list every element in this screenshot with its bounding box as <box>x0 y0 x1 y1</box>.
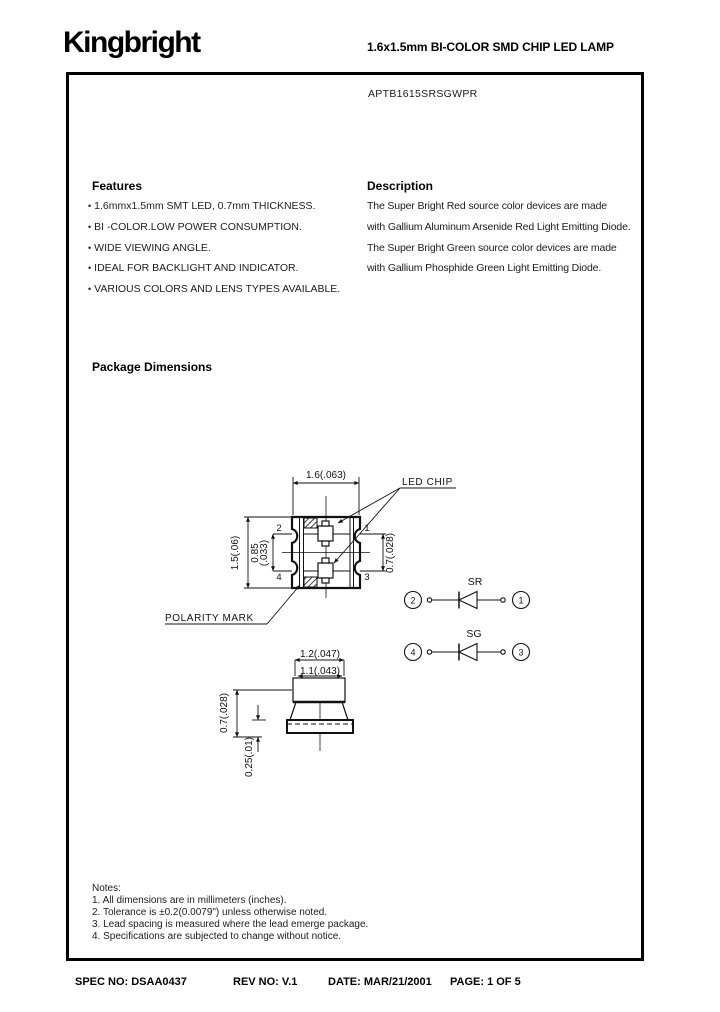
dim-label-side-outer: 1.2(.047) <box>300 649 340 660</box>
notes-block: Notes: 1. All dimensions are in millimet… <box>92 883 368 943</box>
description-heading: Description <box>367 179 434 193</box>
feature-item: WIDE VIEWING ANGLE. <box>88 238 378 259</box>
side-view-labels: 1.2(.047) 1.1(.043) 0.7(.028) 0.25(.01) <box>219 649 340 777</box>
description-line: The Super Bright Green source color devi… <box>367 241 617 254</box>
top-view-labels: 1.6(.063) 1.5(.06) 0.85 (.033) 0.7(.028)… <box>165 470 453 624</box>
polarity-mark-label: POLARITY MARK <box>165 613 254 624</box>
terminal-strips <box>299 518 354 587</box>
note-item: 2. Tolerance is ±0.2(0.0079") unless oth… <box>92 906 328 918</box>
circuit-labels: SR 2 1 SG 4 3 <box>410 576 523 658</box>
dim-side-height <box>233 689 292 738</box>
description-line: with Gallium Phosphide Green Light Emitt… <box>367 262 602 275</box>
pin3-label: 3 <box>364 572 369 583</box>
features-heading: Features <box>92 179 143 193</box>
dim-label-side-inner: 1.1(.043) <box>300 666 340 677</box>
package-dimensions-drawing: 1.6(.063) 1.5(.06) 0.85 (.033) 0.7(.028)… <box>165 470 531 777</box>
sr-label: SR <box>468 576 483 588</box>
footer-spec-no: SPEC NO: DSAA0437 <box>75 976 187 988</box>
sr-right-pin: 1 <box>518 596 523 606</box>
top-view <box>165 477 456 625</box>
dim-top-height <box>244 516 291 589</box>
lens-body <box>292 677 346 703</box>
base-sides <box>289 701 349 721</box>
note-item: 4. Specifications are subjected to chang… <box>92 930 342 942</box>
led-chips <box>317 520 334 584</box>
sg-diode-row <box>403 642 531 662</box>
dim-standoff <box>252 705 266 752</box>
dim-side-outer <box>294 658 345 676</box>
polarity-hatch-marks <box>303 517 318 588</box>
feature-item: BI -COLOR.LOW POWER CONSUMPTION. <box>88 217 378 238</box>
dim-top-width <box>292 477 360 515</box>
footer-date: DATE: MAR/21/2001 <box>328 976 432 988</box>
led-chip-label: LED CHIP <box>402 477 453 488</box>
package-body-outline <box>290 515 362 590</box>
circuit-diagram <box>403 590 531 662</box>
package-dimensions-heading: Package Dimensions <box>92 360 213 374</box>
dim-label-pad-width: 0.7(.028) <box>385 533 396 573</box>
part-number: APTB1615SRSGWPR <box>368 88 478 100</box>
sr-diode-row <box>403 590 531 610</box>
base-flange <box>286 719 354 734</box>
kingbright-logo: Kingbright <box>63 26 201 59</box>
side-view <box>233 658 354 752</box>
dim-label-standoff: 0.25(.01) <box>244 737 255 777</box>
dim-label-top-width: 1.6(.063) <box>306 470 346 481</box>
description-line: The Super Bright Red source color device… <box>367 200 607 212</box>
led-chip-callout <box>333 487 456 564</box>
pin1-label: 1 <box>364 523 369 534</box>
polarity-mark-callout <box>165 584 301 625</box>
sr-left-pin: 2 <box>410 596 415 606</box>
feature-item: VARIOUS COLORS AND LENS TYPES AVAILABLE. <box>88 279 378 300</box>
sg-left-pin: 4 <box>410 648 415 658</box>
pin4-label: 4 <box>276 572 281 583</box>
footer-page: PAGE: 1 OF 5 <box>450 976 521 988</box>
sg-label: SG <box>466 628 481 640</box>
pin2-label: 2 <box>276 523 281 534</box>
description-text: The Super Bright Red source color device… <box>367 196 647 279</box>
dim-label-pad-spacing-mm: 0.85 <box>250 543 261 563</box>
features-list: 1.6mmx1.5mm SMT LED, 0.7mm THICKNESS. BI… <box>88 196 378 300</box>
note-item: 1. All dimensions are in millimeters (in… <box>92 894 287 906</box>
notes-heading: Notes: <box>92 883 121 894</box>
description-line: with Gallium Aluminum Arsenide Red Light… <box>367 220 631 233</box>
note-item: 3. Lead spacing is measured where the le… <box>92 918 369 930</box>
page-title: 1.6x1.5mm BI-COLOR SMD CHIP LED LAMP <box>367 40 614 54</box>
content-border-frame <box>66 72 644 961</box>
dim-label-top-height: 1.5(.06) <box>230 536 241 570</box>
footer-rev-no: REV NO: V.1 <box>233 976 298 988</box>
feature-item: IDEAL FOR BACKLIGHT AND INDICATOR. <box>88 258 378 279</box>
sg-right-pin: 3 <box>518 648 523 658</box>
dim-label-pad-spacing-in: (.033) <box>259 540 270 566</box>
dim-label-side-height: 0.7(.028) <box>219 693 230 733</box>
feature-item: 1.6mmx1.5mm SMT LED, 0.7mm THICKNESS. <box>88 196 378 217</box>
